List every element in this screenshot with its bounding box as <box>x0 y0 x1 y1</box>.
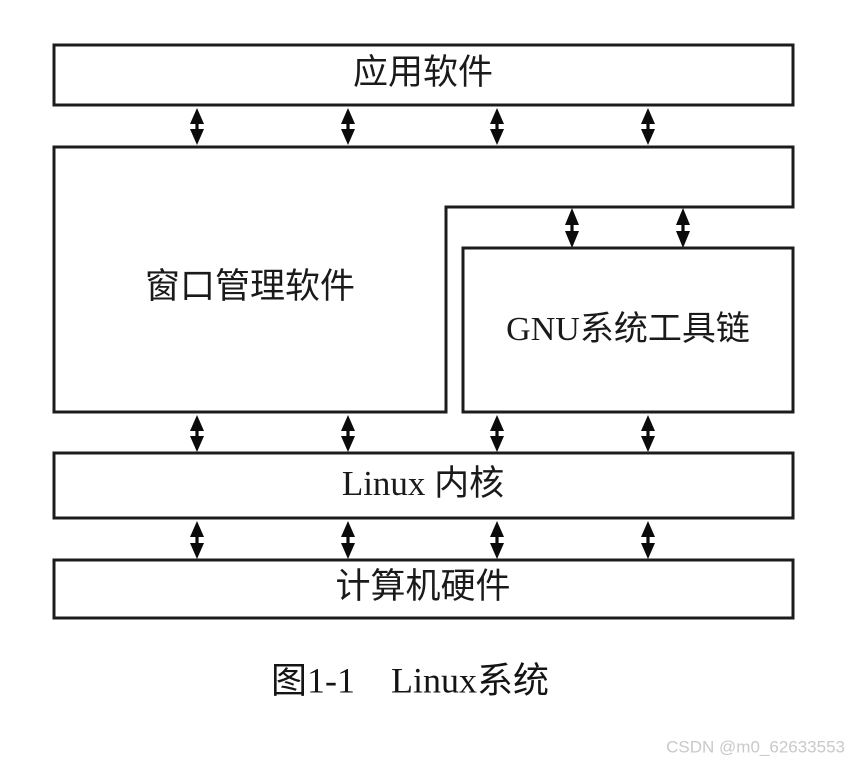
arrows-kernel-to-hardware <box>190 521 655 559</box>
double-arrow <box>641 521 655 559</box>
layer-window-manager[interactable]: 窗口管理软件 <box>52 145 795 414</box>
layer-linux-kernel[interactable]: Linux 内核 <box>52 451 795 520</box>
computer-hardware-box[interactable] <box>52 558 795 620</box>
double-arrow <box>341 521 355 559</box>
double-arrow <box>641 108 655 145</box>
application-software-box[interactable] <box>52 43 795 107</box>
figure-caption: 图1-1 Linux系统 <box>271 660 549 700</box>
layer-gnu-toolchain[interactable]: GNU系统工具链 <box>461 246 795 414</box>
double-arrow <box>490 521 504 559</box>
layer-computer-hardware[interactable]: 计算机硬件 <box>52 558 795 620</box>
double-arrow <box>565 208 579 248</box>
window-manager-label: 窗口管理软件 <box>145 267 355 306</box>
double-arrow <box>190 415 204 452</box>
arrows-middle-to-kernel <box>190 415 655 452</box>
window-manager-box[interactable] <box>52 145 795 414</box>
double-arrow <box>341 415 355 452</box>
double-arrow <box>190 521 204 559</box>
arrows-window-manager-to-gnu <box>565 208 690 248</box>
linux-kernel-box[interactable] <box>52 451 795 520</box>
gnu-toolchain-box[interactable] <box>461 246 795 414</box>
csdn-watermark: CSDN @m0_62633553 <box>666 737 845 756</box>
double-arrow <box>190 108 204 145</box>
arrows-app-to-window-manager <box>190 108 655 145</box>
double-arrow <box>676 208 690 248</box>
gnu-toolchain-label: GNU系统工具链 <box>506 310 750 348</box>
application-software-label: 应用软件 <box>353 53 493 92</box>
double-arrow <box>341 108 355 145</box>
double-arrow <box>490 108 504 145</box>
linux-kernel-label: Linux 内核 <box>342 464 504 503</box>
layer-application-software[interactable]: 应用软件 <box>52 43 795 107</box>
double-arrow <box>490 415 504 452</box>
computer-hardware-label: 计算机硬件 <box>335 567 510 606</box>
double-arrow <box>641 415 655 452</box>
